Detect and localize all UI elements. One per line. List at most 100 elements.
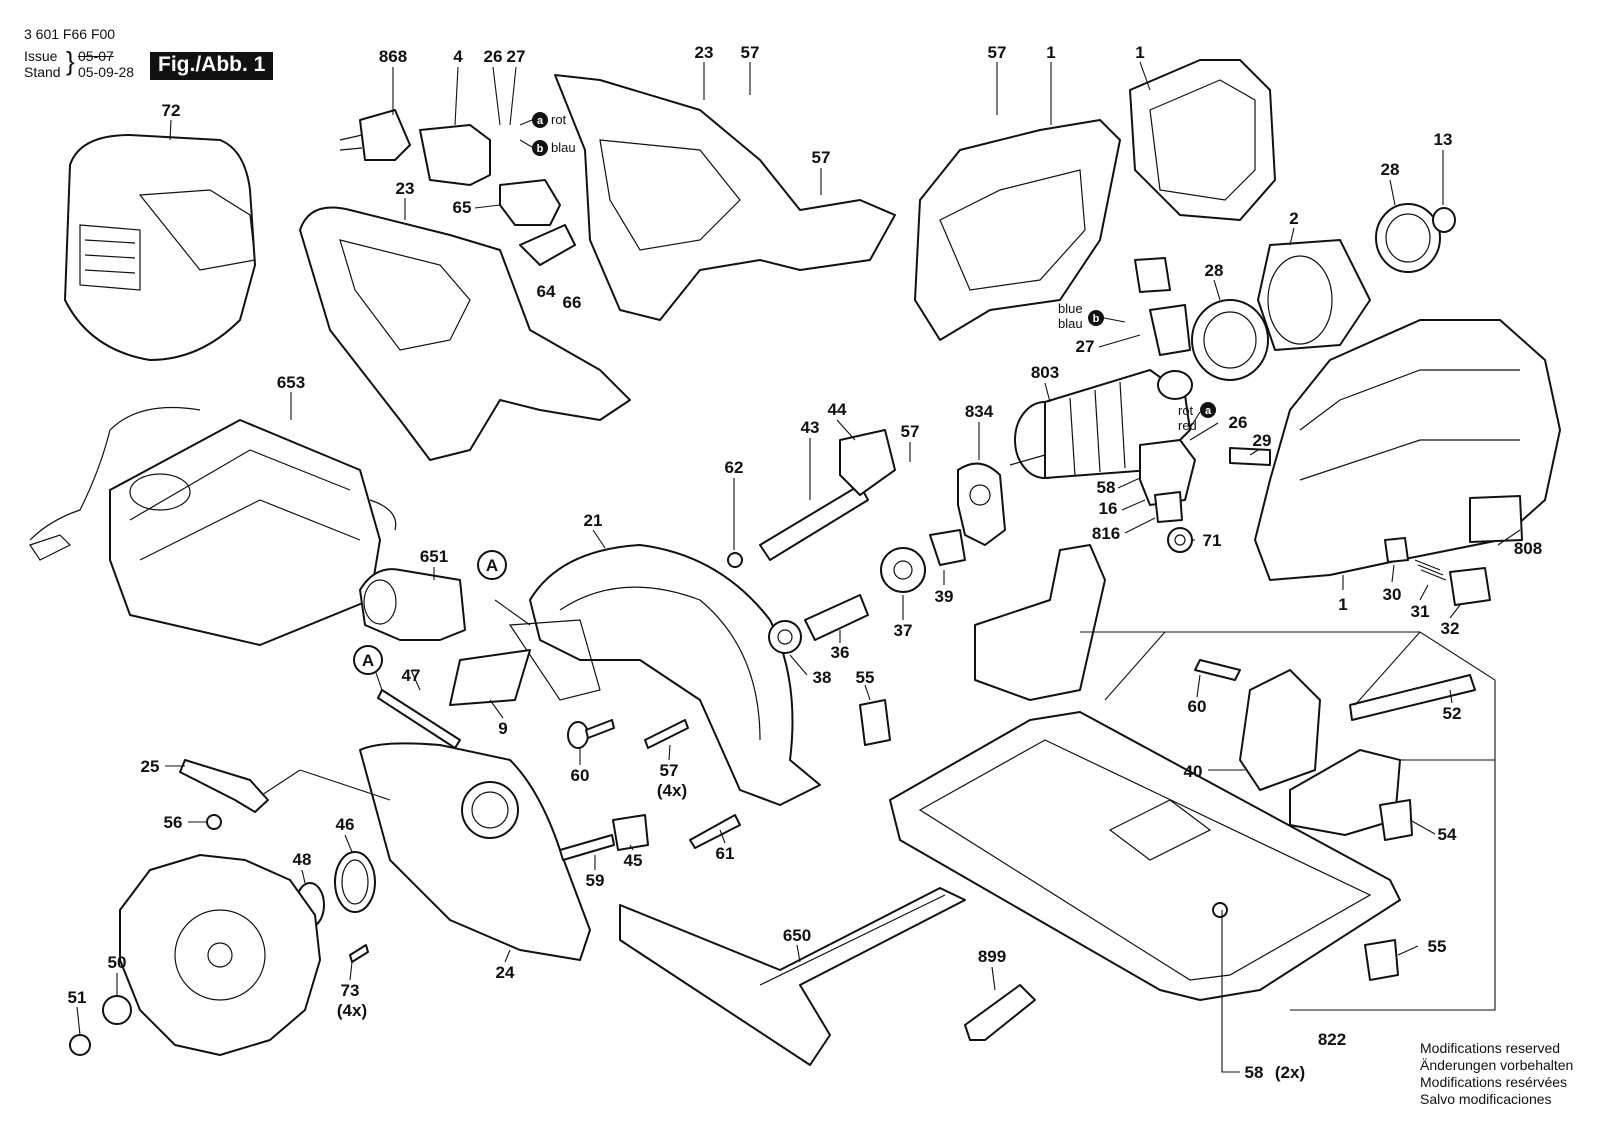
label-23-left: 23 (396, 179, 415, 198)
part-number-labels: 868 4 26 27 23 57 57 1 1 72 23 65 64 66 … (68, 43, 1543, 1082)
label-71: 71 (1203, 531, 1222, 550)
label-651: 651 (420, 547, 448, 566)
label-23-middle: 23 (695, 43, 714, 62)
part-number-header: 3 601 F66 F00 (24, 26, 116, 42)
part-834-bearing-bracket (957, 462, 1006, 546)
part-43-44-shaft (727, 429, 896, 568)
label-52: 52 (1443, 704, 1462, 723)
modification-note-fr: Modifications resérvées (1420, 1074, 1568, 1090)
label-43: 43 (801, 418, 820, 437)
part-25-lever (179, 759, 269, 830)
part-72-battery-pack (64, 134, 256, 361)
label-4x-57: (4x) (657, 781, 687, 800)
wire-markers (519, 112, 1216, 429)
label-47: 47 (402, 666, 421, 685)
label-27-upper: 27 (507, 47, 526, 66)
label-57-top-right: 57 (988, 43, 1007, 62)
wire-marker-a-top: a (537, 115, 544, 127)
label-64: 64 (537, 282, 556, 301)
part-23-housing-middle (554, 74, 896, 321)
label-57-shaft: 57 (901, 422, 920, 441)
label-816: 816 (1092, 524, 1120, 543)
label-40: 40 (1184, 762, 1203, 781)
label-65: 65 (453, 198, 472, 217)
label-51: 51 (68, 988, 87, 1007)
label-44: 44 (828, 400, 847, 419)
label-57-lower: 57 (660, 761, 679, 780)
label-26-middle: 26 (1229, 413, 1248, 432)
label-46: 46 (336, 815, 355, 834)
label-2: 2 (1289, 209, 1298, 228)
label-45: 45 (624, 851, 643, 870)
label-16: 16 (1099, 499, 1118, 518)
modification-note-es: Salvo modificaciones (1420, 1091, 1552, 1107)
issue-stand-bracket: } (66, 46, 75, 76)
label-61: 61 (716, 844, 735, 863)
part-1-motor-housing-right (1229, 319, 1561, 606)
label-4x-73: (4x) (337, 1001, 367, 1020)
label-55-lower: 55 (1428, 937, 1447, 956)
label-38: 38 (813, 668, 832, 687)
part-653-charger (29, 406, 397, 646)
label-39: 39 (935, 587, 954, 606)
label-72: 72 (162, 101, 181, 120)
label-60-left: 60 (571, 766, 590, 785)
part-45-59-61-hardware (559, 719, 741, 861)
label-9: 9 (498, 719, 507, 738)
label-653: 653 (277, 373, 305, 392)
issue-value: 05-07 (78, 48, 114, 64)
part-36-39-gears (768, 529, 966, 654)
detail-callout-a-lower: A (353, 645, 383, 675)
label-13: 13 (1434, 130, 1453, 149)
label-4: 4 (453, 47, 463, 66)
leader-lines (76, 61, 1521, 1073)
label-50: 50 (108, 953, 127, 972)
label-24: 24 (496, 963, 515, 982)
label-30: 30 (1383, 585, 1402, 604)
part-650-parallel-guide (619, 887, 966, 1066)
label-26-upper: 26 (484, 47, 503, 66)
detail-marker-a-lower: A (362, 651, 374, 670)
wire-label-rot: rot (551, 112, 567, 127)
part-21-blade-guard-upper (508, 544, 821, 806)
label-48: 48 (293, 850, 312, 869)
wire-label-rot-mid: rot (1178, 403, 1194, 418)
label-37: 37 (894, 621, 913, 640)
label-57-top-middle: 57 (741, 43, 760, 62)
modifications-notice: Modifications reserved Änderungen vorbeh… (1420, 1040, 1573, 1108)
label-59: 59 (586, 871, 605, 890)
label-31: 31 (1411, 602, 1430, 621)
part-23-handle-housing-left (299, 206, 631, 461)
label-36: 36 (831, 643, 850, 662)
label-57-middle: 57 (812, 148, 831, 167)
label-25: 25 (141, 757, 160, 776)
label-28-upper: 28 (1381, 160, 1400, 179)
modification-note-de: Änderungen vorbehalten (1420, 1057, 1574, 1073)
part-899-grease-tube (964, 984, 1036, 1041)
label-1-top-b: 1 (1135, 43, 1144, 62)
label-808: 808 (1514, 539, 1542, 558)
label-58-lower: 58 (1245, 1063, 1264, 1082)
label-66: 66 (563, 293, 582, 312)
label-899: 899 (978, 947, 1006, 966)
wire-label-blau-top: blau (551, 140, 576, 155)
issue-label: Issue (24, 48, 58, 64)
stand-label: Stand (24, 64, 61, 80)
label-650: 650 (783, 926, 811, 945)
wire-marker-letters: a b b a (537, 115, 1212, 417)
label-27-middle: 27 (1076, 337, 1095, 356)
label-822: 822 (1318, 1030, 1346, 1049)
wire-marker-b-mid: b (1093, 313, 1100, 325)
part-822-base-plate (859, 544, 1476, 1001)
label-73: 73 (341, 981, 360, 1000)
wire-label-blau-mid: blau (1058, 316, 1083, 331)
label-56: 56 (164, 813, 183, 832)
label-54: 54 (1438, 825, 1457, 844)
part-50-saw-blade (69, 854, 321, 1056)
detail-callout-a-upper: A (477, 550, 507, 580)
label-28-lower: 28 (1205, 261, 1224, 280)
detail-marker-a-upper: A (486, 556, 498, 575)
label-2x-58: (2x) (1275, 1063, 1305, 1082)
label-834: 834 (965, 402, 994, 421)
part-2-28-13-motor-parts (1191, 203, 1456, 381)
